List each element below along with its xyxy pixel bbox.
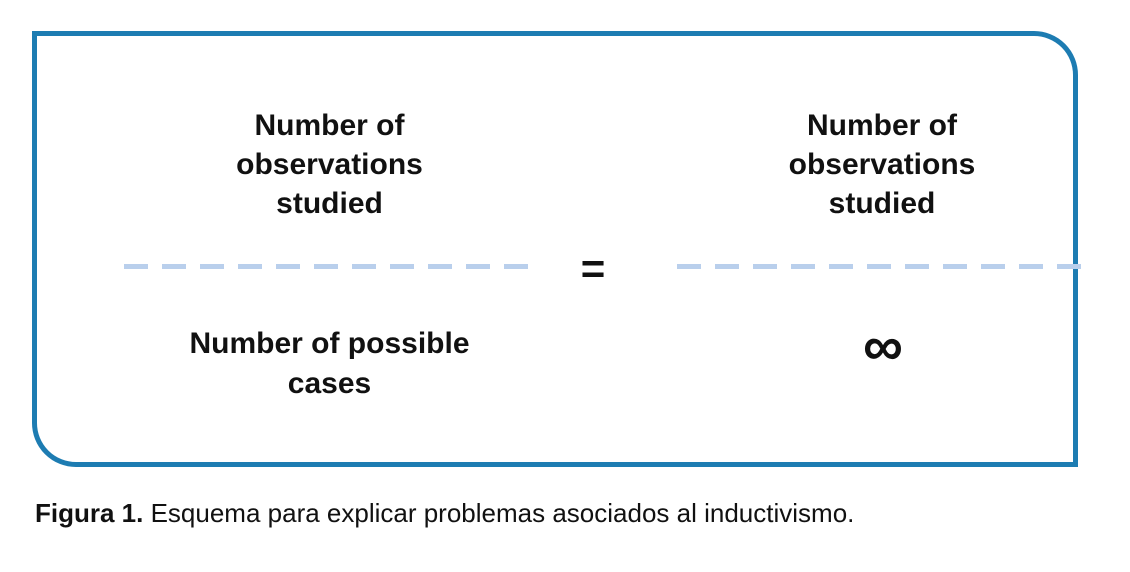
left-fraction-denominator: Number of possible cases xyxy=(124,324,535,404)
left-fraction: Number of observations studied Number of… xyxy=(124,106,535,416)
equals-sign: = xyxy=(580,245,606,292)
numerator-line: studied xyxy=(828,187,936,220)
numerator-line: Number of xyxy=(807,109,957,142)
right-fraction: Number of observations studied ∞ xyxy=(677,106,1087,416)
left-fraction-numerator: Number of observations studied xyxy=(124,106,535,223)
diagram-box: Number of observations studied Number of… xyxy=(32,31,1087,467)
denominator-line: Number of possible xyxy=(189,327,470,360)
numerator-line: observations xyxy=(236,148,423,181)
left-fraction-bar xyxy=(124,264,535,269)
right-fraction-numerator: Number of observations studied xyxy=(677,106,1087,223)
denominator-line: cases xyxy=(287,367,372,400)
infinity-symbol: ∞ xyxy=(863,314,903,377)
numerator-line: Number of xyxy=(254,109,405,142)
figure-caption: Figura 1. Esquema para explicar problema… xyxy=(35,496,1095,530)
numerator-line: studied xyxy=(276,187,383,220)
figure-caption-text: Esquema para explicar problemas asociado… xyxy=(143,498,855,528)
numerator-line: observations xyxy=(788,148,976,181)
figure-caption-label: Figura 1. xyxy=(35,498,144,528)
right-fraction-bar xyxy=(677,264,1087,269)
